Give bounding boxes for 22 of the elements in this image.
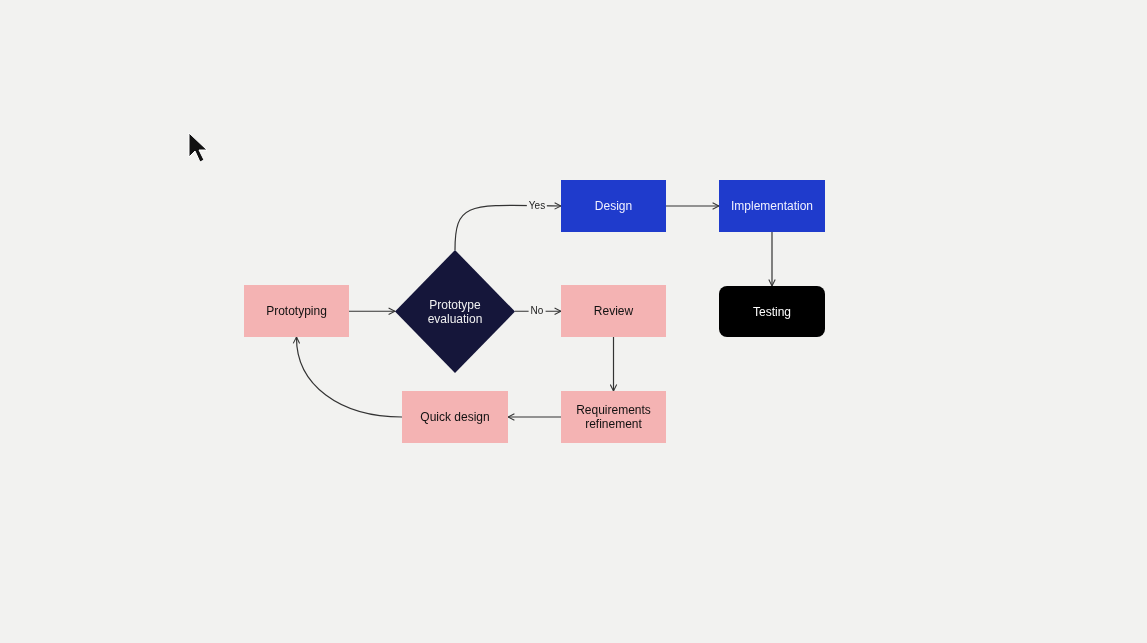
arrow — [609, 336, 618, 392]
process-box — [561, 391, 666, 443]
process-box — [719, 180, 825, 232]
arrow — [348, 307, 396, 315]
terminal-box — [719, 286, 825, 337]
node-label: Prototype evaluation — [426, 297, 484, 326]
process-box — [402, 391, 508, 443]
arrow — [768, 231, 776, 287]
node-label: Testing — [752, 304, 792, 319]
node-label: Quick design — [419, 410, 491, 424]
arrow — [293, 336, 403, 418]
node-label: Review — [592, 304, 635, 318]
edge-label: Yes — [526, 199, 548, 212]
process-box — [244, 285, 349, 337]
arrow — [665, 202, 720, 210]
arrow — [507, 413, 562, 421]
node-label: Requirements refinement — [575, 403, 652, 431]
node-label: Implementation — [729, 199, 814, 213]
node-label: Design — [593, 199, 634, 213]
process-box — [561, 285, 666, 337]
process-box — [561, 180, 666, 232]
node-label: Prototyping — [265, 304, 328, 318]
